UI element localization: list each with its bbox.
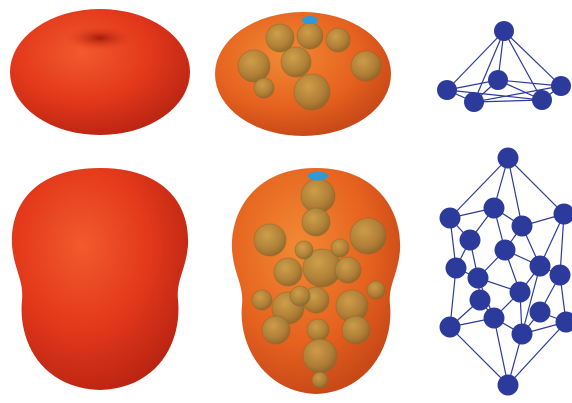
core-sphere (312, 372, 328, 388)
core-sphere (254, 224, 286, 256)
lattice-node (468, 268, 489, 289)
lattice-node (556, 312, 572, 333)
lattice-node (530, 256, 551, 277)
core-sphere (342, 316, 370, 344)
core-sphere (238, 50, 270, 82)
lattice-nodes (437, 21, 571, 112)
lattice-bottom (440, 148, 572, 396)
lattice-node (510, 282, 531, 303)
core-sphere (252, 290, 272, 310)
lattice-node (498, 375, 519, 396)
lattice-nodes (440, 148, 572, 396)
lattice-node (460, 230, 481, 251)
lattice-edge (504, 31, 561, 86)
core-sphere (302, 208, 330, 236)
core-sphere (290, 286, 310, 306)
core-sphere (274, 258, 302, 286)
cutaway-bottom-orange (232, 168, 400, 394)
lattice-node (530, 302, 551, 323)
lattice-node (498, 148, 519, 169)
core-sphere (350, 218, 386, 254)
lattice-node (484, 198, 505, 219)
core-sphere (326, 28, 350, 52)
surface-bottom-red (12, 168, 188, 390)
lattice-node (488, 70, 508, 90)
lattice-node (440, 317, 461, 338)
lattice-node (484, 308, 505, 329)
core-sphere (367, 281, 385, 299)
lattice-node (512, 216, 533, 237)
lattice-node (550, 265, 571, 286)
lattice-top (437, 21, 571, 112)
lattice-edge (508, 158, 564, 214)
lattice-edge (450, 327, 508, 385)
lattice-node (440, 208, 461, 229)
core-sphere (335, 257, 361, 283)
core-sphere (307, 319, 329, 341)
lattice-node (551, 76, 571, 96)
blue-cap-top (302, 16, 318, 24)
cutaway-top-orange (215, 12, 391, 136)
core-sphere (254, 78, 274, 98)
core-sphere (303, 339, 337, 373)
lattice-node (470, 290, 491, 311)
core-sphere (297, 23, 323, 49)
core-sphere (295, 241, 313, 259)
blue-cap-bottom (308, 172, 328, 181)
core-sphere (262, 316, 290, 344)
core-sphere (294, 74, 330, 110)
surface-top-red (10, 9, 190, 135)
lattice-node (446, 258, 467, 279)
lattice-node (532, 90, 552, 110)
core-sphere (331, 239, 349, 257)
lattice-node (464, 92, 484, 112)
core-sphere (281, 47, 311, 77)
lattice-node (437, 80, 457, 100)
lattice-node (495, 240, 516, 261)
lattice-node (494, 21, 514, 41)
core-sphere (351, 51, 381, 81)
lattice-edge (504, 31, 542, 100)
lattice-node (512, 324, 533, 345)
